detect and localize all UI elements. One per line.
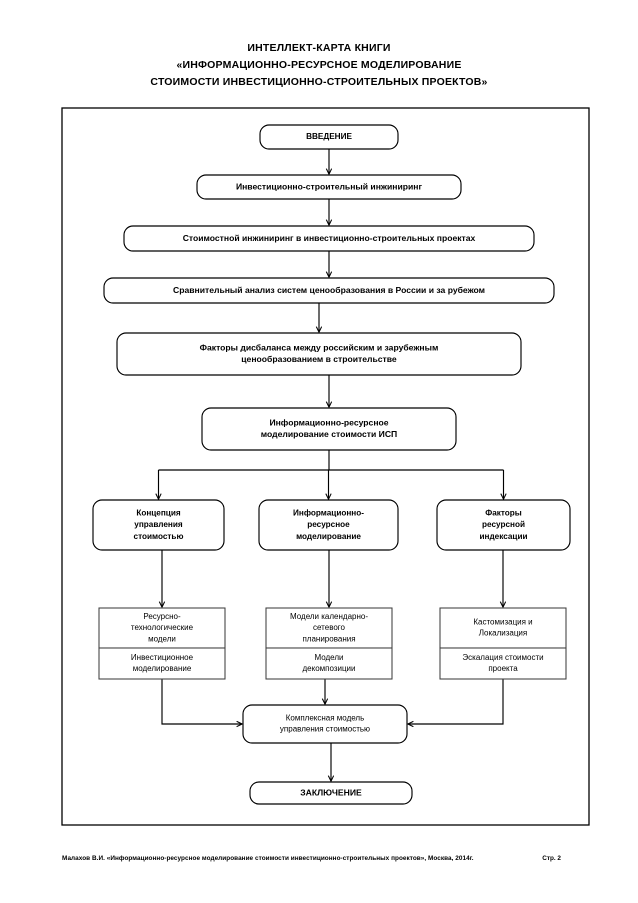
node-label: моделирование	[133, 664, 192, 673]
node-shape	[242, 704, 408, 744]
node-label: Информационно-ресурсное	[269, 417, 388, 427]
node-label: технологические	[131, 623, 194, 632]
node-shape	[196, 174, 462, 200]
node-label: Инвестиционное	[131, 653, 194, 662]
node-shape	[116, 332, 522, 376]
node-shape	[123, 225, 535, 252]
node-shape	[103, 277, 555, 304]
node-intro[interactable]: ВВЕДЕНИЕ	[259, 124, 399, 150]
node-label: планирования	[302, 634, 355, 643]
node-shape	[98, 647, 226, 680]
node-label: Комплексная модель	[286, 714, 365, 723]
node-shape	[265, 647, 393, 680]
node-col1-sub2[interactable]: Инвестиционное моделирование	[98, 647, 226, 680]
page-title: ИНТЕЛЛЕКТ-КАРТА КНИГИ «ИНФОРМАЦИОННО-РЕС…	[0, 40, 638, 91]
node-label: Ресурсно-	[143, 612, 181, 621]
node-label: моделирование	[296, 532, 361, 541]
node-shape	[439, 607, 567, 649]
footer-page-number: Стр. 2	[542, 855, 561, 862]
node-col1-sub1[interactable]: Ресурсно-технологические модели	[98, 607, 226, 649]
node-label: Концепция	[136, 509, 181, 518]
node-label: ценообразованием в строительстве	[241, 354, 397, 364]
node-col3-head[interactable]: Факторы ресурсной индексации	[436, 499, 571, 551]
node-shape	[436, 499, 571, 551]
title-line-2: «ИНФОРМАЦИОННО-РЕСУРСНОЕ МОДЕЛИРОВАНИЕ	[176, 59, 462, 71]
title-line-3: СТОИМОСТИ ИНВЕСТИЦИОННО-СТРОИТЕЛЬНЫХ ПРО…	[150, 76, 488, 88]
diagram-frame	[61, 107, 590, 826]
node-label: Кастомизация и	[473, 618, 532, 627]
page-footer: Малахов В.И. «Информационно-ресурсное мо…	[62, 855, 589, 862]
node-label: модели	[148, 634, 176, 643]
node-imbalance[interactable]: Факторы дисбаланса между российским и за…	[116, 332, 522, 376]
node-label: индексации	[479, 532, 527, 541]
node-label: Сравнительный анализ систем ценообразова…	[173, 285, 485, 295]
node-label: Стоимостной инжиниринг в инвестиционно-с…	[183, 233, 476, 243]
node-label: Локализация	[479, 629, 527, 638]
node-label: ВВЕДЕНИЕ	[306, 132, 352, 141]
node-col2-head[interactable]: Информационно-ресурсное моделирование	[258, 499, 399, 551]
node-col2-sub2[interactable]: Модели декомпозиции	[265, 647, 393, 680]
node-layer: ВВЕДЕНИЕ Инвестиционно-строительный инжин…	[92, 124, 571, 805]
node-label: стоимостью	[134, 532, 184, 541]
node-shape	[249, 781, 413, 805]
node-label: ресурсной	[482, 520, 525, 529]
node-label: Информационно-	[293, 509, 364, 518]
node-label: ресурсное	[307, 520, 350, 529]
node-complex[interactable]: Комплексная модель управления стоимостью	[242, 704, 408, 744]
node-label: моделирование стоимости ИСП	[261, 429, 397, 439]
node-shape	[439, 647, 567, 680]
node-label: сетевого	[313, 623, 346, 632]
node-col3-sub2[interactable]: Эскалация стоимости проекта	[439, 647, 567, 680]
node-cost-eng[interactable]: Стоимостной инжиниринг в инвестиционно-с…	[123, 225, 535, 252]
node-col1-head[interactable]: Концепция управления стоимостью	[92, 499, 225, 551]
node-label: Факторы дисбаланса между российским и за…	[200, 342, 439, 352]
node-col3-sub1[interactable]: Кастомизация и Локализация	[439, 607, 567, 649]
node-label: декомпозиции	[302, 664, 355, 673]
node-irm[interactable]: Информационно-ресурсное моделирование сто…	[201, 407, 457, 451]
node-shape	[98, 607, 226, 649]
connector-layer	[159, 149, 504, 781]
node-shape	[92, 499, 225, 551]
footer-citation: Малахов В.И. «Информационно-ресурсное мо…	[62, 855, 474, 862]
node-shape	[265, 607, 393, 649]
node-label: управления	[134, 520, 183, 529]
node-label: Факторы	[485, 509, 522, 518]
node-label: Модели	[314, 653, 343, 662]
node-compare[interactable]: Сравнительный анализ систем ценообразова…	[103, 277, 555, 304]
title-line-1: ИНТЕЛЛЕКТ-КАРТА КНИГИ	[247, 42, 391, 54]
node-shape	[201, 407, 457, 451]
node-label: Модели календарно-	[290, 612, 368, 621]
node-label: проекта	[488, 664, 518, 673]
node-label: ЗАКЛЮЧЕНИЕ	[300, 787, 362, 797]
node-ise[interactable]: Инвестиционно-строительный инжиниринг	[196, 174, 462, 200]
node-label: Инвестиционно-строительный инжиниринг	[236, 181, 423, 191]
node-conclusion[interactable]: ЗАКЛЮЧЕНИЕ	[249, 781, 413, 805]
node-label: управления стоимостью	[280, 725, 370, 734]
node-shape	[259, 124, 399, 150]
node-col2-sub1[interactable]: Модели календарно-сетевого планирования	[265, 607, 393, 649]
node-shape	[258, 499, 399, 551]
node-label: Эскалация стоимости	[462, 653, 543, 662]
